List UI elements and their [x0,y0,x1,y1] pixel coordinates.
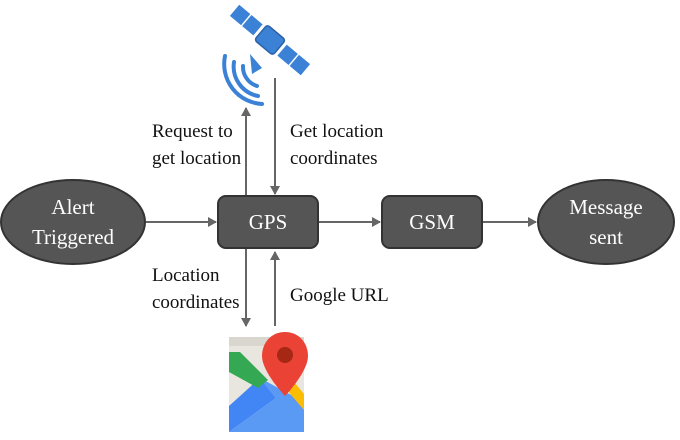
message-sent-label-line1: Message [569,195,642,219]
message-sent-node: Message sent [537,179,675,265]
alert-triggered-node: Alert Triggered [0,179,146,265]
alert-triggered-label-line2: Triggered [32,225,115,249]
alert-triggered-label-line1: Alert [51,195,94,219]
edge-label-location: Location coordinates [152,265,240,313]
edge-label-request-line2: get location [152,148,242,169]
edge-label-google-url: Google URL [290,285,389,306]
edge-label-google-url-line1: Google URL [290,285,389,306]
google-maps-icon [229,332,308,432]
gsm-node: GSM [381,195,483,249]
edge-label-get-coordinates: Get location coordinates [290,121,384,169]
gps-label: GPS [249,210,288,234]
edge-label-location-line1: Location [152,265,220,286]
gsm-label: GSM [409,210,455,234]
edge-label-get-coordinates-line1: Get location [290,121,384,142]
edge-label-request-line1: Request to [152,121,233,142]
edge-label-request: Request to get location [152,121,242,169]
gps-node: GPS [217,195,319,249]
edge-label-location-line2: coordinates [152,292,240,313]
edge-label-get-coordinates-line2: coordinates [290,148,378,169]
message-sent-label-line2: sent [589,225,623,249]
satellite-icon [222,2,313,106]
